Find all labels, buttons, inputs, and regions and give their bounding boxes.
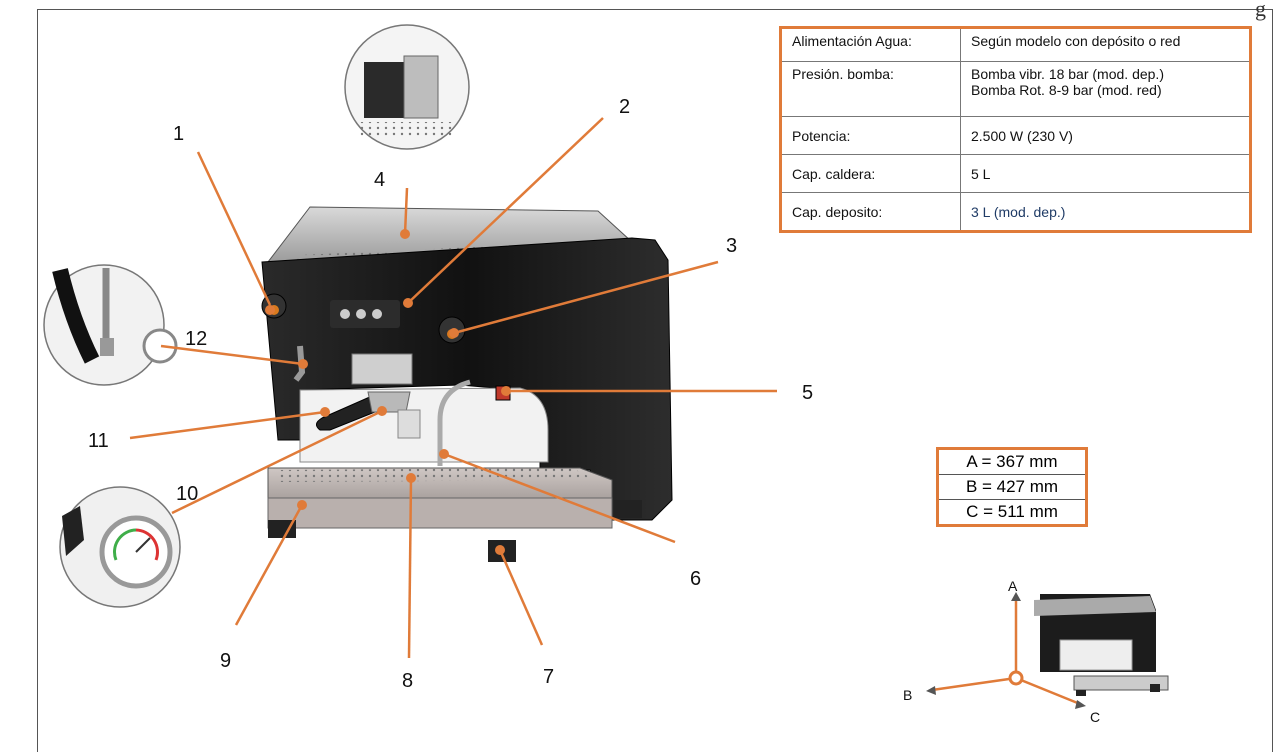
sensor-block xyxy=(364,62,406,118)
drip-tray-grid xyxy=(278,468,596,482)
spec-value-line: 3 L (mod. dep.) xyxy=(971,203,1066,220)
group-head xyxy=(351,353,413,385)
drip-tray-front xyxy=(267,497,613,529)
spec-key: Alimentación Agua: xyxy=(780,27,961,62)
dimension-b: B = 427 mm xyxy=(939,475,1085,500)
spec-value: Según modelo con depósito o red xyxy=(960,27,1251,62)
gauge-icon xyxy=(142,328,178,364)
detail-pressure-gauge xyxy=(59,486,181,608)
spec-value-line: 2.500 W (230 V) xyxy=(971,127,1073,144)
spec-value-line: Bomba vibr. 18 bar (mod. dep.) xyxy=(971,66,1164,82)
callout-6: 6 xyxy=(690,568,701,590)
table-row: Cap. caldera: 5 L xyxy=(780,154,1251,193)
callout-4: 4 xyxy=(374,169,385,191)
axis-origin xyxy=(1008,670,1024,686)
dimension-c: C = 511 mm xyxy=(966,502,1058,521)
detail-top-sensor xyxy=(344,24,470,150)
callout-11: 11 xyxy=(88,430,109,452)
spec-value: 2.500 W (230 V) xyxy=(960,116,1251,155)
foot-left xyxy=(268,520,296,538)
axis-b-label: B xyxy=(903,687,912,703)
foot-back-right xyxy=(614,500,642,518)
callout-3: 3 xyxy=(726,235,737,257)
spec-key: Cap. caldera: xyxy=(780,154,961,193)
spec-value: Bomba vibr. 18 bar (mod. dep.) Bomba Rot… xyxy=(960,61,1251,117)
callout-8: 8 xyxy=(402,670,413,692)
button-2-icon xyxy=(356,309,366,319)
dimensions-box: A = 367 mm B = 427 mm C = 511 mm xyxy=(936,447,1088,527)
axis-a-label: A xyxy=(1008,578,1018,594)
steam-wand xyxy=(293,345,306,382)
table-row: Alimentación Agua: Según modelo con depó… xyxy=(780,27,1251,62)
axis-c-label: C xyxy=(1090,709,1100,725)
spec-value-line: 5 L xyxy=(971,165,991,182)
callout-leaders xyxy=(129,117,777,659)
spec-key: Potencia: xyxy=(780,116,961,155)
table-row: Cap. deposito: 3 L (mod. dep.) xyxy=(780,192,1251,232)
table-row: Presión. bomba: Bomba vibr. 18 bar (mod.… xyxy=(780,61,1251,117)
callout-9: 9 xyxy=(220,650,231,672)
specifications-table: Alimentación Agua: Según modelo con depó… xyxy=(779,26,1252,233)
page-frame: g xyxy=(37,0,1273,752)
dimension-axes: A B C xyxy=(903,578,1169,725)
axis-b-arrow-icon xyxy=(926,686,936,695)
detail-steam-wand xyxy=(43,264,178,386)
button-1-icon xyxy=(340,309,350,319)
spout xyxy=(397,409,421,439)
table-row: Potencia: 2.500 W (230 V) xyxy=(780,116,1251,155)
spec-key: Presión. bomba: xyxy=(780,61,961,117)
callout-12: 12 xyxy=(185,328,207,350)
callout-1: 1 xyxy=(173,123,184,145)
spec-key: Cap. deposito: xyxy=(780,192,961,232)
espresso-machine xyxy=(261,206,673,562)
button-3-icon xyxy=(372,309,382,319)
spec-value: 3 L (mod. dep.) xyxy=(960,192,1251,232)
axis-a-arrow-icon xyxy=(1011,592,1021,601)
hot-water-wand xyxy=(437,379,471,466)
dimension-a: A = 367 mm xyxy=(939,450,1085,475)
spec-value-line: Bomba Rot. 8-9 bar (mod. red) xyxy=(971,82,1162,98)
callout-dots xyxy=(265,229,511,555)
spec-value: 5 L xyxy=(960,154,1251,193)
spec-value-line: Según modelo con depósito o red xyxy=(971,33,1181,49)
callout-10: 10 xyxy=(176,483,198,505)
portafilter-handle xyxy=(316,395,381,431)
sensor-bracket xyxy=(403,55,439,119)
callout-2: 2 xyxy=(619,96,630,118)
axis-c-arrow-icon xyxy=(1075,700,1086,709)
callout-5: 5 xyxy=(802,382,813,404)
portafilter-basket xyxy=(367,391,411,413)
corner-text: g xyxy=(1255,0,1266,21)
callout-7: 7 xyxy=(543,666,554,688)
